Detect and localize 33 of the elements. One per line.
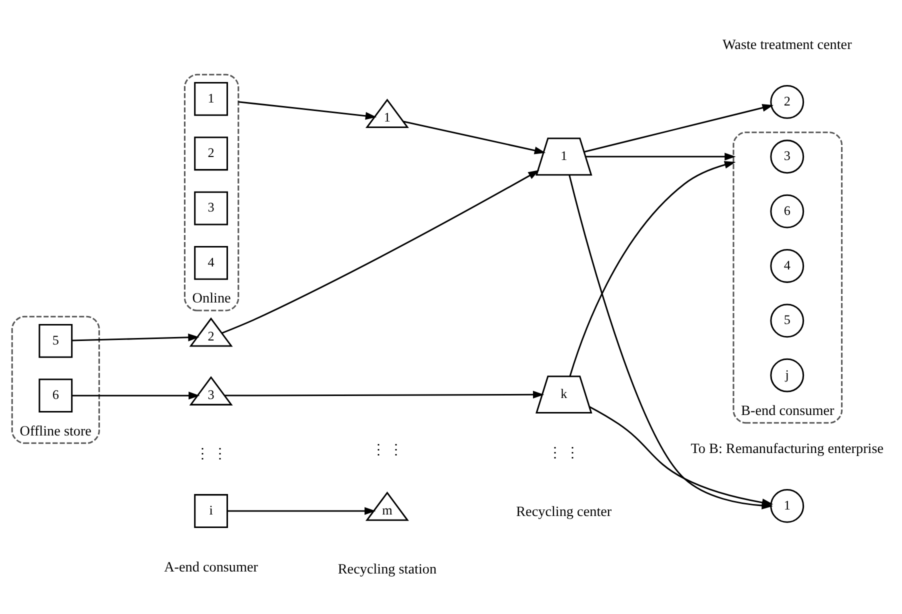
node-box: 3 xyxy=(194,190,228,225)
node-box: 6 xyxy=(38,378,73,412)
arrow xyxy=(569,160,736,376)
label: A-end consumer xyxy=(164,558,258,575)
node-box: 2 xyxy=(194,136,228,170)
node-box: 1 xyxy=(194,81,228,116)
node-label: To B: Remanufacturing enterprise xyxy=(690,440,884,456)
arrow xyxy=(228,506,376,514)
node-circle: 5 xyxy=(770,303,804,338)
arrow xyxy=(72,391,200,399)
arrow xyxy=(403,120,546,154)
node-circle: 3 xyxy=(770,139,804,174)
node-box: i xyxy=(194,494,228,528)
label: Recycling station xyxy=(338,560,437,577)
arrow xyxy=(224,390,544,398)
node-circle: 6 xyxy=(770,194,804,228)
label: ⋮ ⋮ xyxy=(195,446,227,462)
arrow xyxy=(222,170,540,334)
node-box: 4 xyxy=(194,246,228,280)
node-circle: 4 xyxy=(770,248,804,282)
node-circle: 2 xyxy=(770,84,804,118)
node-box: 5 xyxy=(38,323,73,358)
arrow xyxy=(586,152,736,160)
arrow xyxy=(238,100,377,120)
label: ⋮ ⋮ xyxy=(371,442,403,458)
node-circle: 1 xyxy=(770,488,804,522)
arrow xyxy=(72,333,200,341)
node-circle: j xyxy=(770,358,804,392)
node-label: Waste treatment center xyxy=(722,36,852,53)
label: ⋮ ⋮ xyxy=(548,444,580,461)
arrow xyxy=(584,103,774,152)
label: Recycling center xyxy=(516,503,612,520)
arrow xyxy=(589,406,774,506)
